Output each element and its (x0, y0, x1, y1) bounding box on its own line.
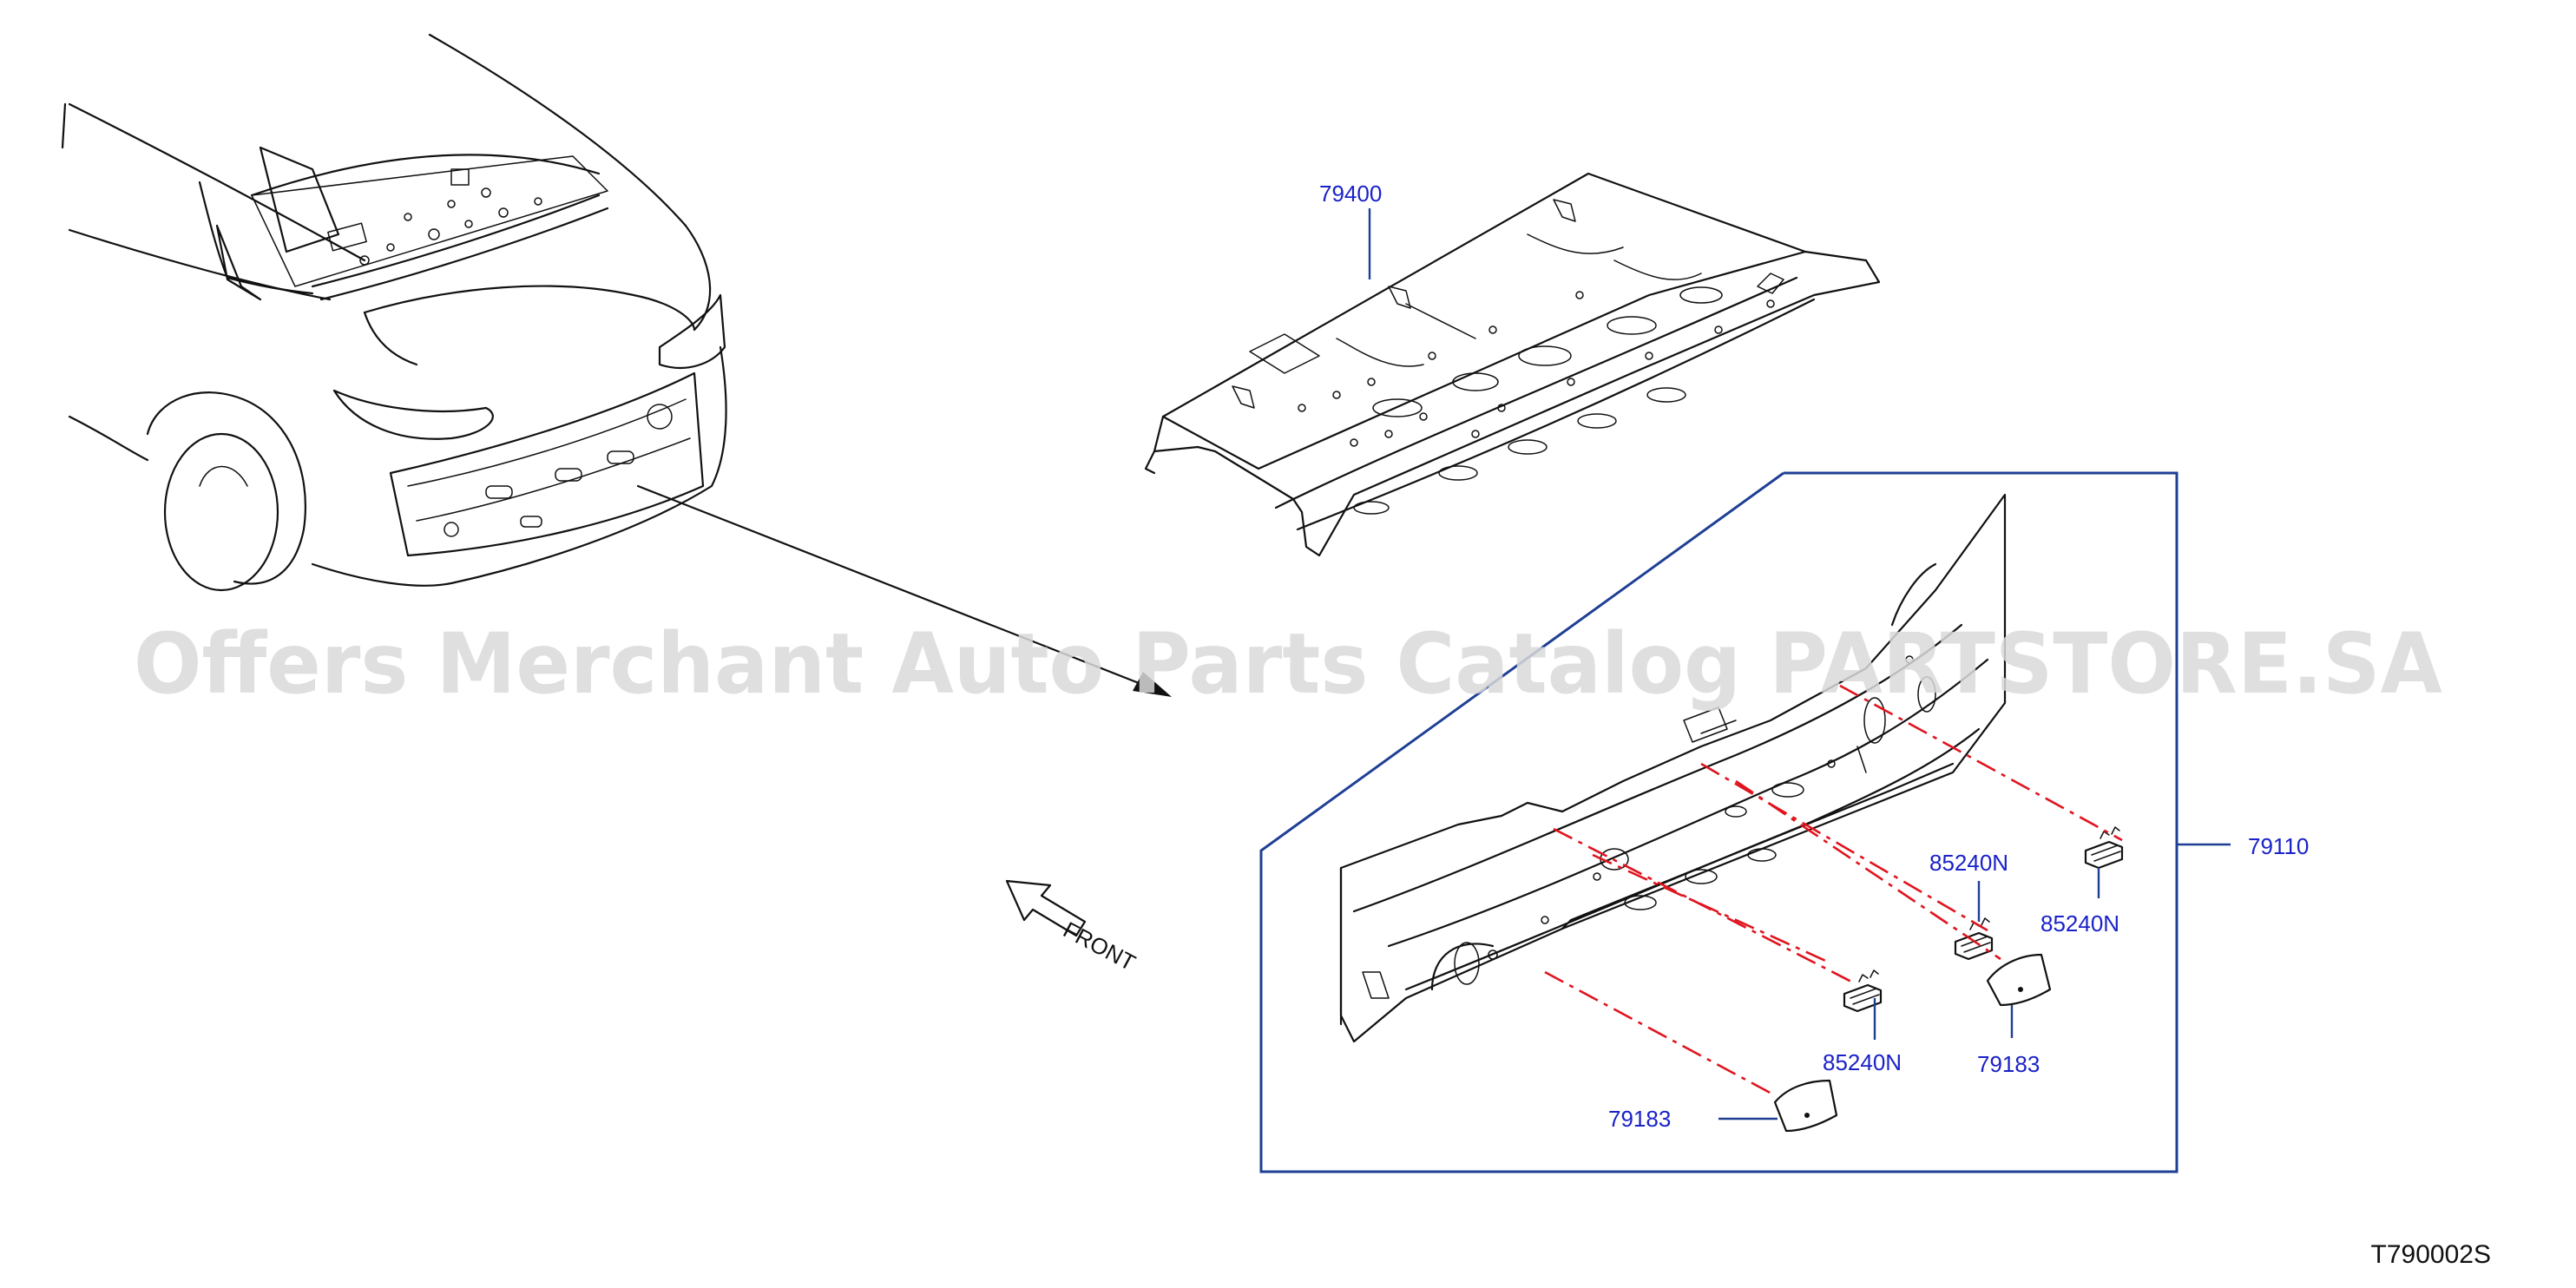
front-label: FRONT (1059, 917, 1140, 976)
patch-79183-right (1986, 953, 2052, 1007)
drawing-code: T790002S (2371, 1240, 2491, 1269)
watermark: Offers Merchant Auto Parts Catalog PARTS… (134, 615, 2442, 713)
callout-79110: 79110 (2248, 833, 2309, 859)
callout-85240n-upper: 85240N (1929, 850, 2008, 876)
patch-79183-left (1773, 1079, 1838, 1133)
assembly-centerlines (1544, 684, 2123, 1097)
clip-85240n-right (2084, 826, 2124, 870)
part-79400-rear-parcel-shelf (1144, 172, 1881, 557)
callout-79183-left: 79183 (1608, 1106, 1671, 1132)
clip-85240n-middle (1954, 917, 1994, 961)
callout-79183-right: 79183 (1977, 1051, 2040, 1077)
clip-85240n-left (1843, 969, 1883, 1013)
pointer-arrow (636, 484, 1172, 697)
front-indicator: FRONT (1005, 879, 1140, 976)
leader-lines (1368, 208, 2100, 1120)
car-illustration (61, 33, 727, 592)
callout-85240n-lower: 85240N (1823, 1049, 1902, 1075)
callout-79400: 79400 (1319, 181, 1382, 207)
callout-85240n-right: 85240N (2040, 910, 2119, 936)
callout-labels: 79400 79110 85240N 85240N 85240N 79183 7… (1319, 181, 2309, 1132)
assembly-frame (1259, 471, 2231, 1173)
part-79110-rear-panel (1339, 493, 2007, 1043)
